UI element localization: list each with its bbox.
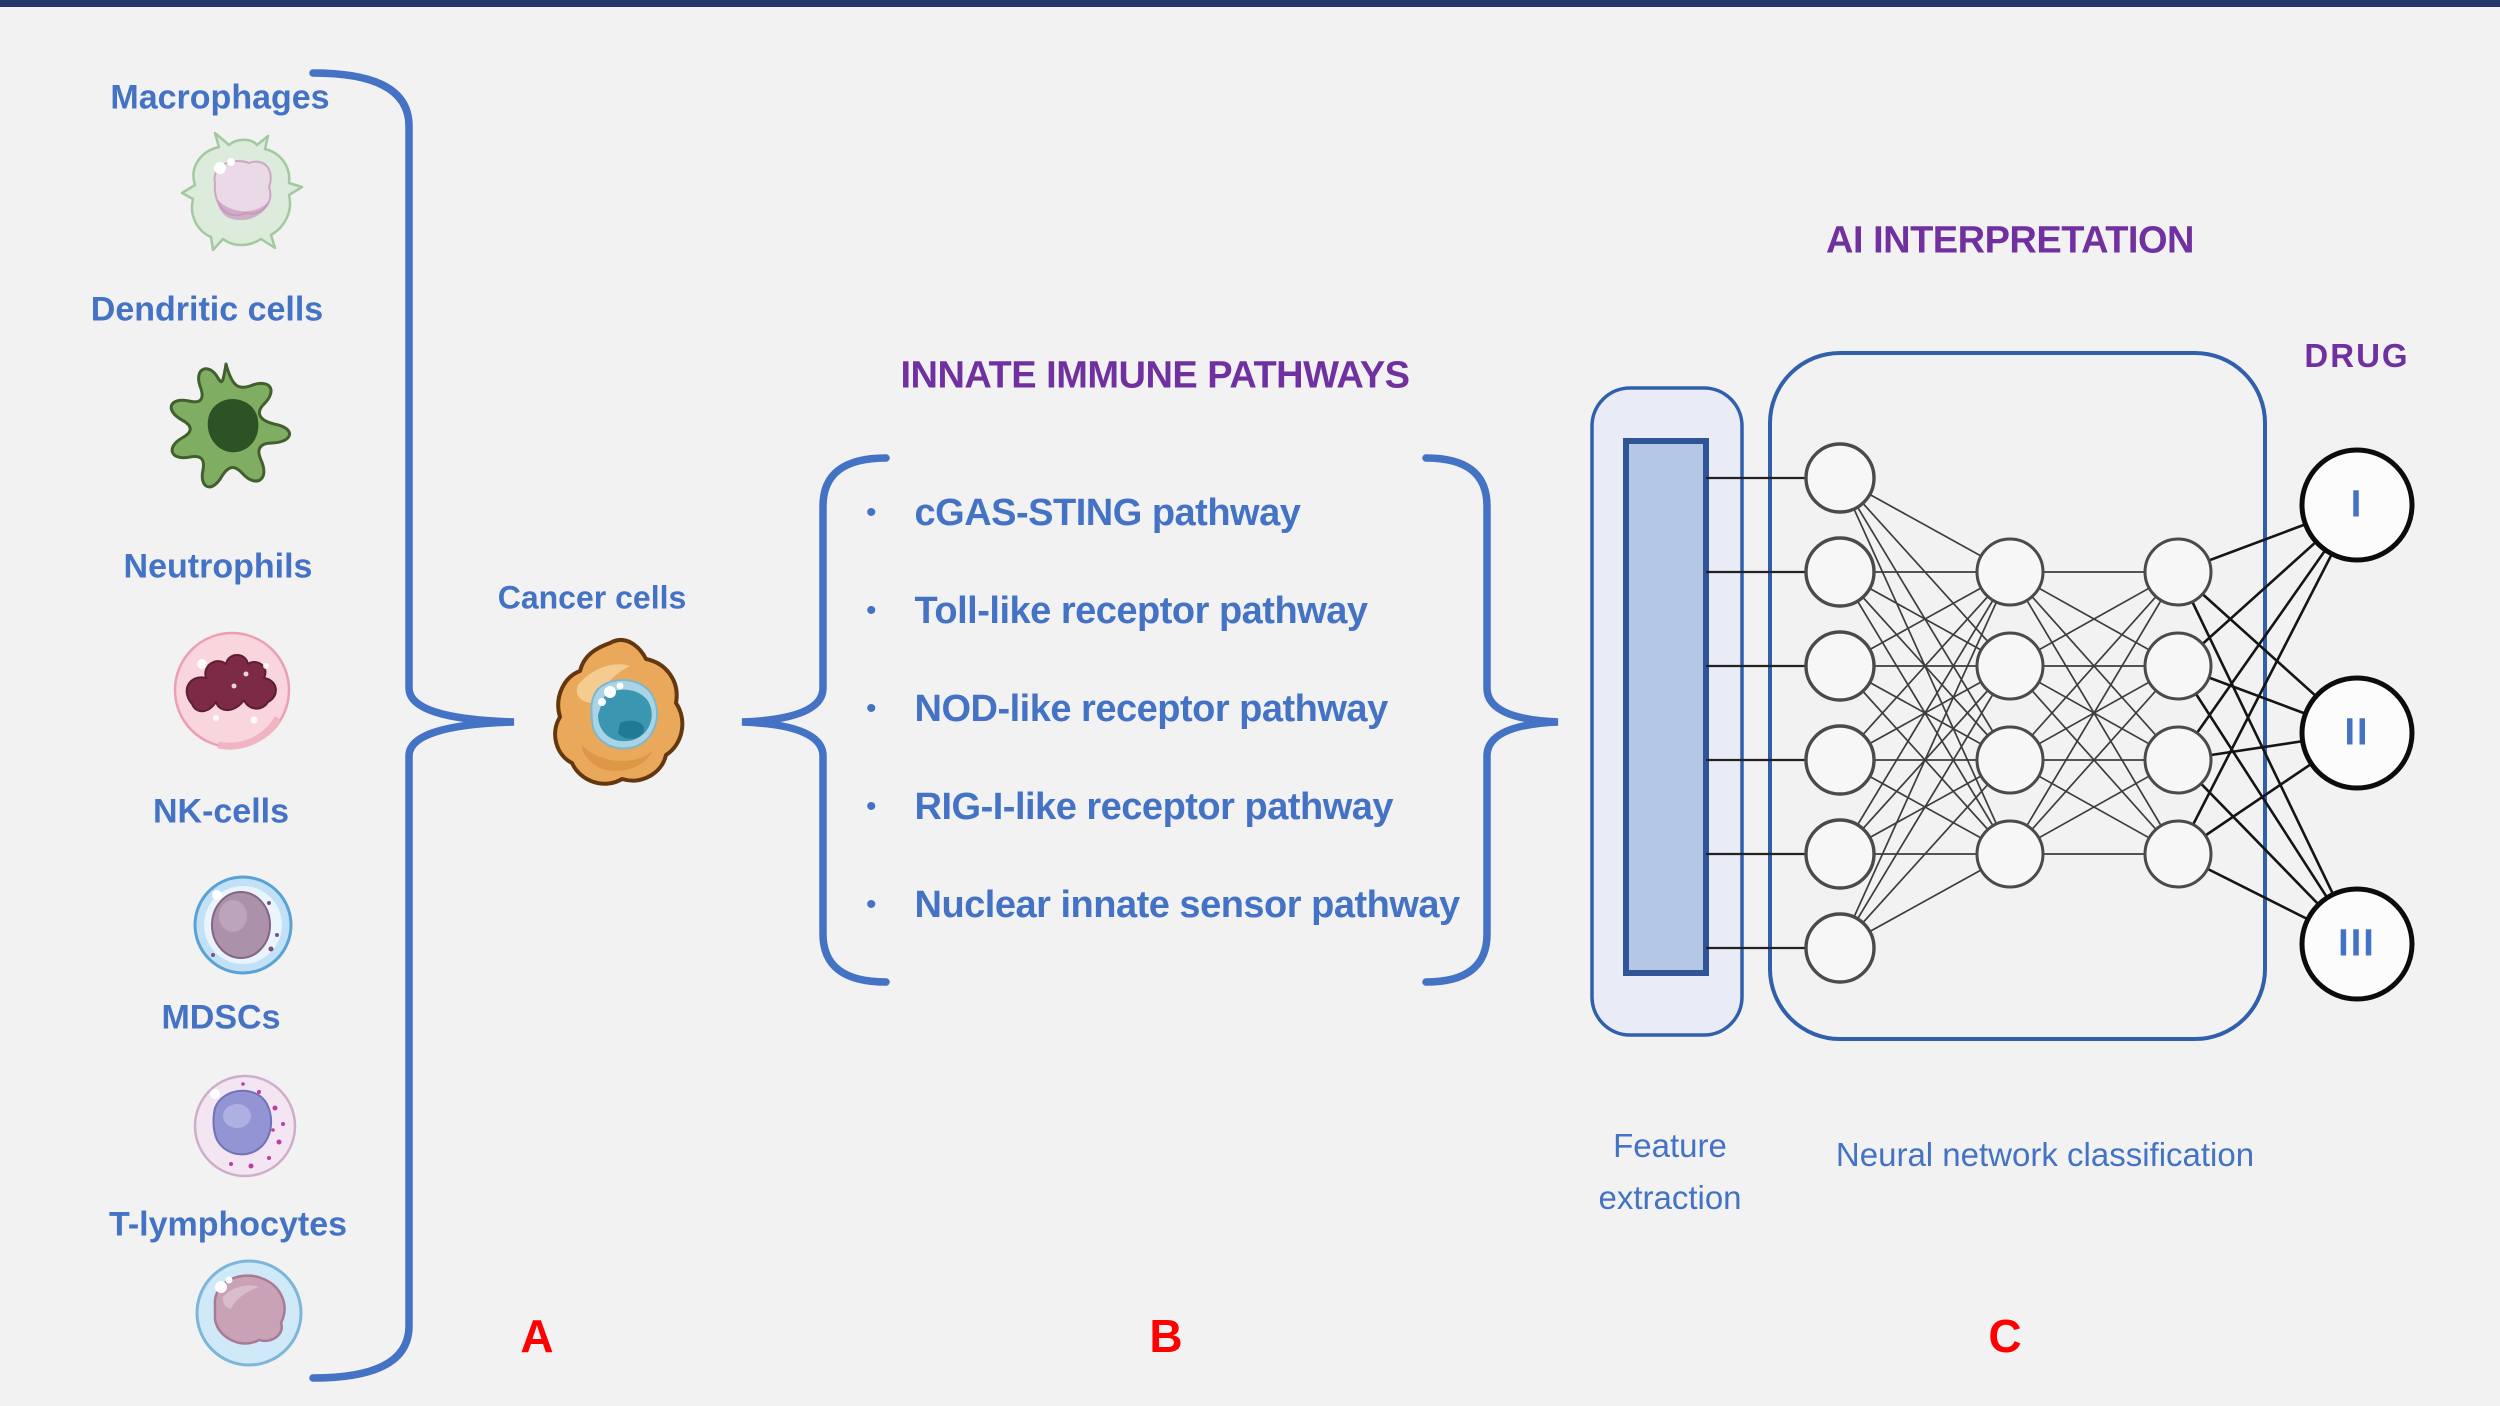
nn-node: [1804, 818, 1876, 890]
macrophage-cell-icon: [180, 131, 304, 252]
nn-edge: [2176, 571, 2359, 945]
drug-output-iii-label: III: [2338, 922, 2376, 965]
neural-network-container: [1768, 351, 2267, 1041]
t-lymphocyte-cell-icon: [195, 1259, 303, 1367]
nn-node: [1975, 631, 2045, 701]
panel-label-a: A: [520, 1310, 554, 1362]
neutrophil-cell-icon: [173, 631, 291, 750]
panel-b-left-bracket: [741, 454, 890, 986]
nn-node: [2143, 725, 2213, 795]
panel-b-right-bracket: [1422, 454, 1559, 986]
nn-edge: [1839, 571, 2011, 761]
neural-network-nodes: [1804, 442, 2415, 1002]
pathway-item-toll-like: • Toll-like receptor pathway: [866, 589, 1368, 632]
nn-node: [2143, 537, 2213, 607]
nn-node: [1975, 725, 2045, 795]
nn-node: [1804, 536, 1876, 608]
drug-output-i-label: I: [2350, 483, 2364, 526]
nn-edge: [1839, 665, 2011, 949]
nn-edge: [2009, 571, 2179, 761]
cell-label-neutrophils: Neutrophils: [123, 547, 313, 586]
nn-edge: [2009, 571, 2179, 855]
nn-edge: [2009, 665, 2179, 855]
cell-label-macrophages: Macrophages: [110, 78, 330, 117]
nn-node: [2299, 447, 2415, 563]
nn-node: [1804, 630, 1876, 702]
cell-label-mdscs: MDSCs: [161, 998, 281, 1037]
cancer-cell-icon: [553, 638, 685, 786]
cell-label-nk-cells: NK-cells: [152, 792, 290, 831]
nn-edge: [1839, 571, 2011, 855]
drug-title: DRUG: [2304, 337, 2410, 374]
nn-node: [2143, 819, 2213, 889]
feature-bar: [1623, 438, 1709, 976]
nn-edge: [1839, 759, 2011, 949]
nk-cell-icon: [193, 875, 293, 975]
neural-network-caption: Neural network classification: [1835, 1136, 2255, 1173]
top-border-line: [0, 0, 2500, 7]
drug-output-ii-label: II: [2344, 711, 2370, 754]
ai-interpretation-title: AI INTERPRETATION: [1826, 219, 2194, 262]
nn-node: [2143, 631, 2213, 701]
nn-node: [2299, 886, 2415, 1002]
bullet-icon: •: [866, 594, 877, 627]
panel-label-c: C: [1988, 1310, 2022, 1362]
innate-immune-pathways-title: INNATE IMMUNE PATHWAYS: [900, 354, 1410, 397]
mdsc-cell-icon: [193, 1074, 297, 1178]
nn-node: [1804, 442, 1876, 514]
cell-label-t-lymphocytes: T-lymphocytes: [108, 1205, 348, 1244]
nn-node: [1804, 912, 1876, 984]
dendritic-cell-icon: [169, 362, 291, 489]
nn-node: [1804, 724, 1876, 796]
bullet-icon: •: [866, 790, 877, 823]
feature-extraction-caption: Feature extraction: [1598, 1127, 1742, 1216]
pathway-item-nod-like: • NOD-like receptor pathway: [866, 687, 1388, 730]
nn-node: [1975, 537, 2045, 607]
nn-edge: [1839, 571, 2011, 949]
cancer-cells-label: Cancer cells: [497, 579, 687, 616]
pathway-item-cgas-sting: • cGAS-STING pathway: [866, 491, 1301, 534]
bullet-icon: •: [866, 496, 877, 529]
nn-edge: [2176, 504, 2359, 855]
panel-label-b: B: [1149, 1310, 1183, 1362]
pathway-item-rig-i-like: • RIG-I-like receptor pathway: [866, 785, 1394, 828]
bullet-icon: •: [866, 888, 877, 921]
nn-node: [1975, 819, 2045, 889]
panel-a-brace: [309, 69, 515, 1382]
cell-label-dendritic: Dendritic cells: [90, 290, 324, 329]
bullet-icon: •: [866, 692, 877, 725]
nn-node: [2299, 675, 2415, 791]
pathway-item-nuclear-innate: • Nuclear innate sensor pathway: [866, 883, 1460, 926]
